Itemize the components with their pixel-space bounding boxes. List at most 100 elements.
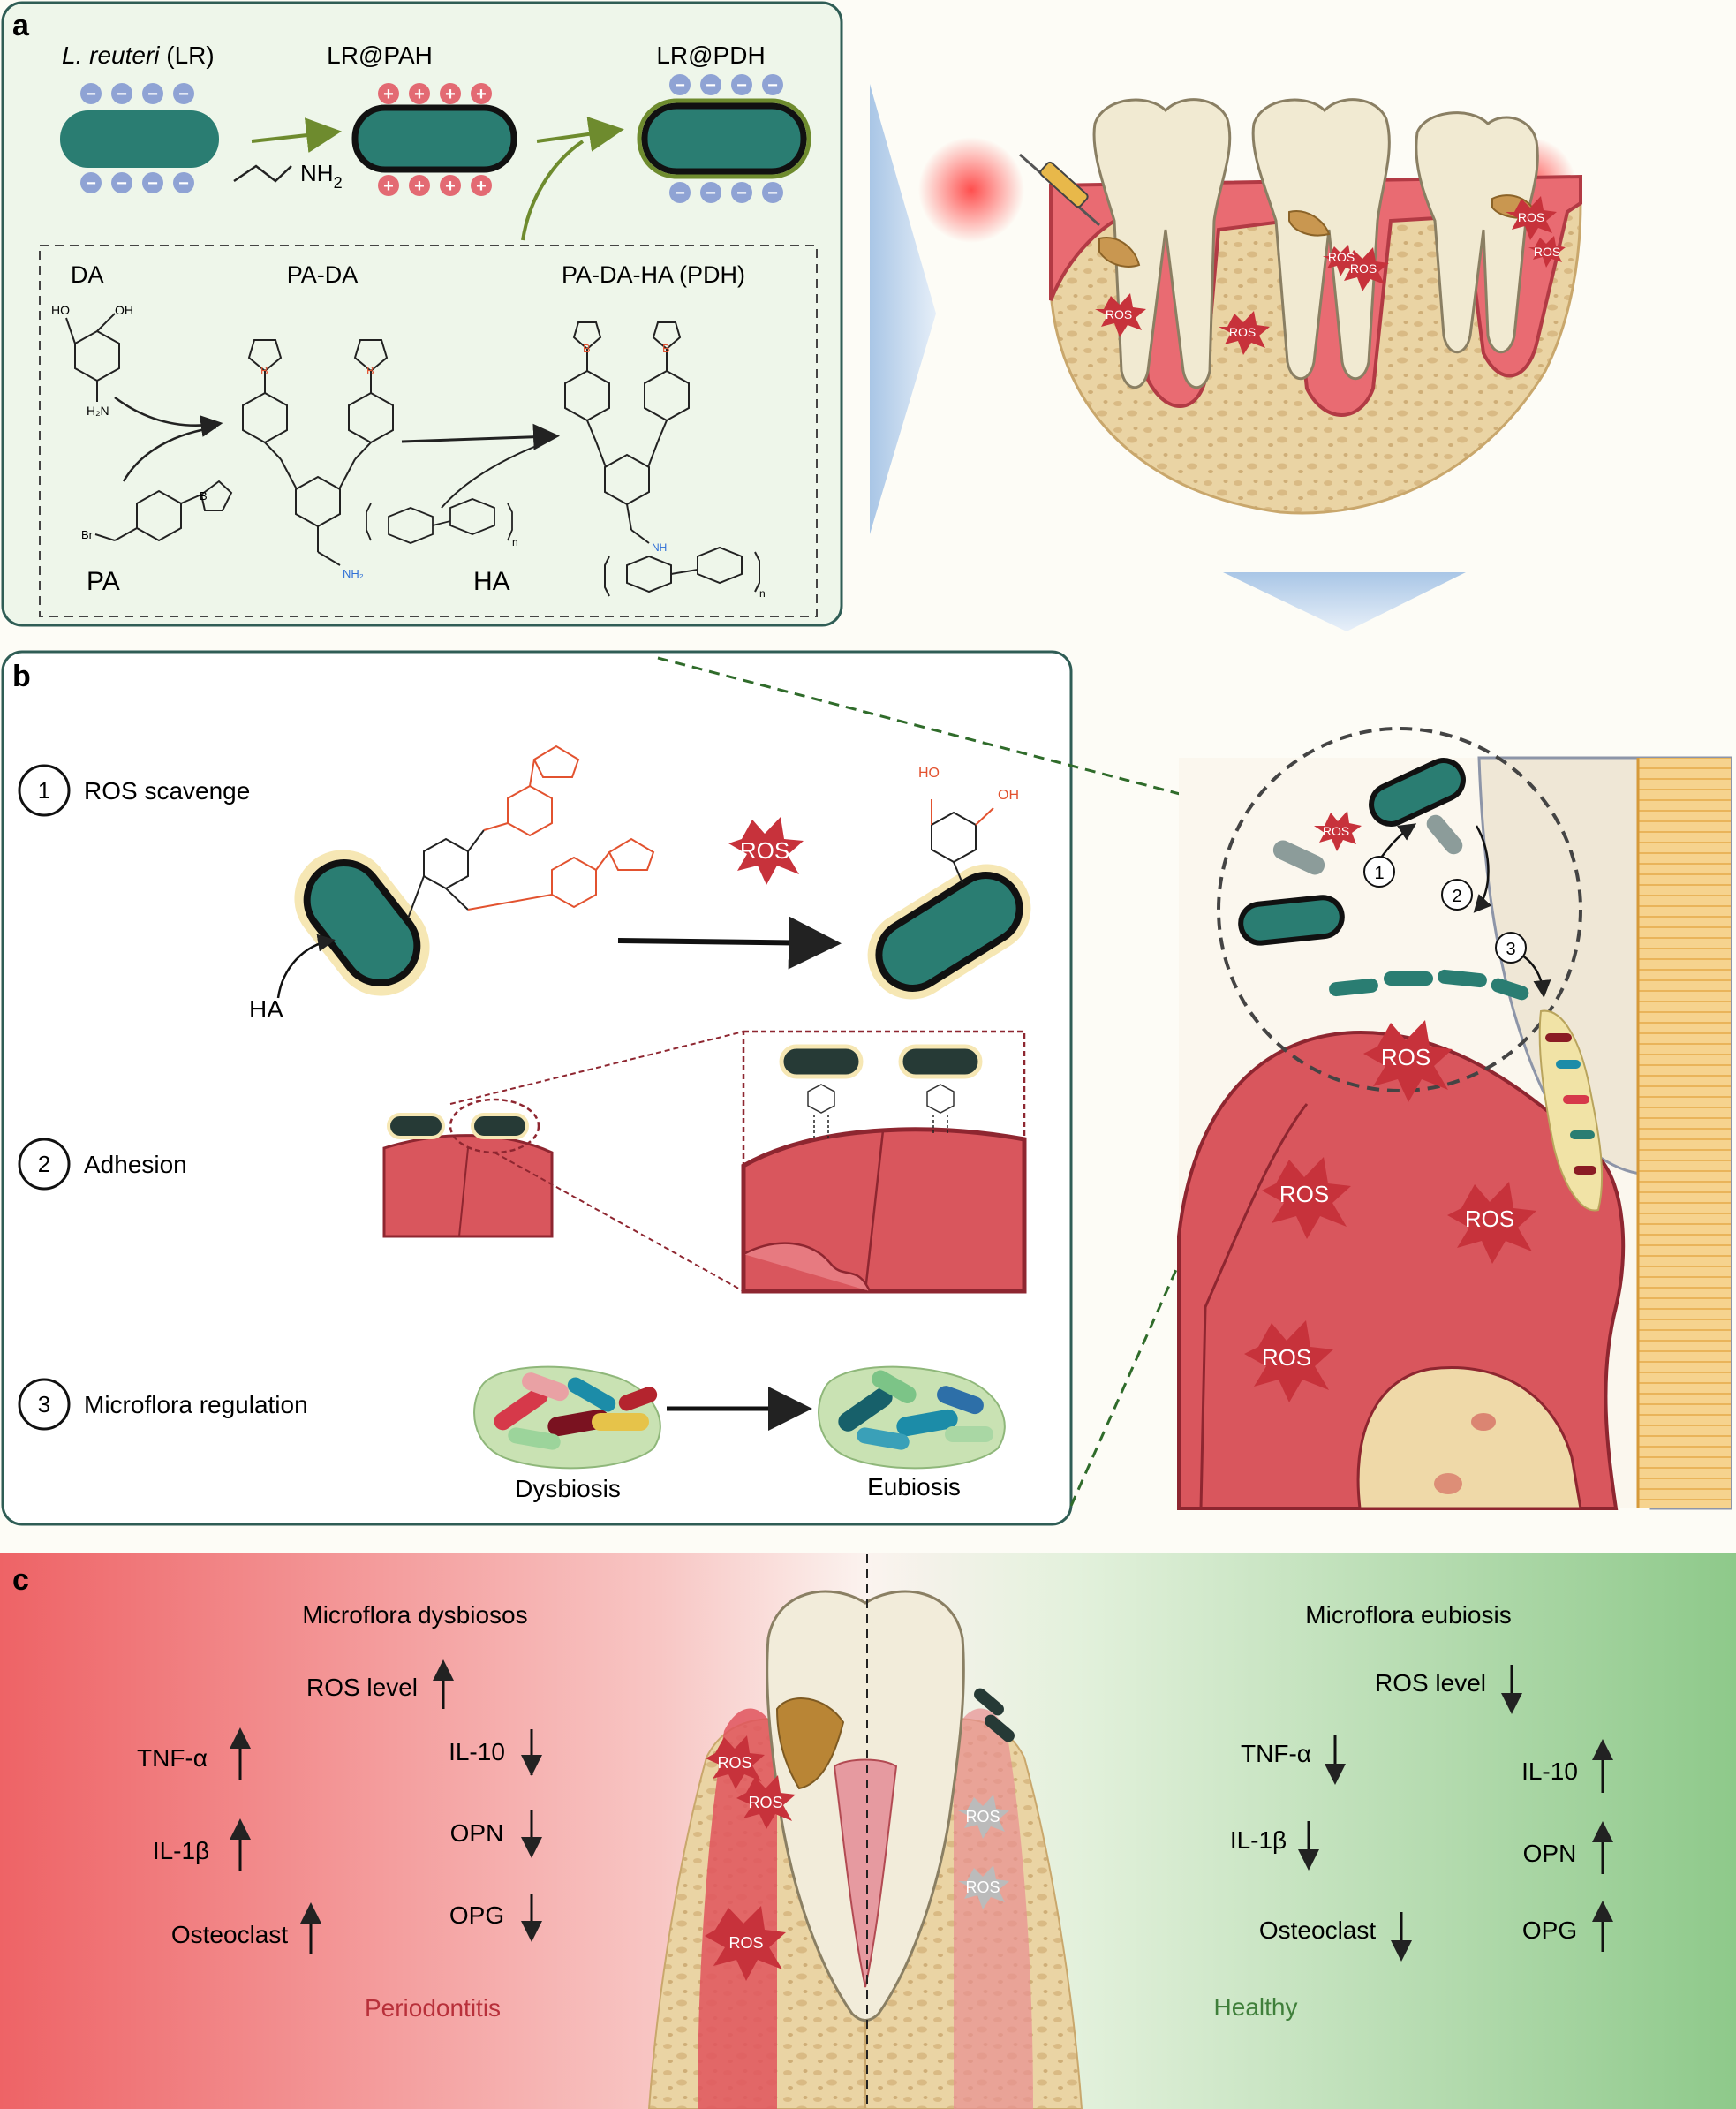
nh2-label: NH2: [300, 160, 343, 192]
jaw-illustration: ROS ROS ROS ROS ROS ROS: [870, 84, 1582, 631]
svg-text:+: +: [445, 177, 456, 196]
right-title: Microflora eubiosis: [1305, 1601, 1511, 1629]
arrow-da-to-pada: [114, 396, 223, 437]
left-tnf: TNF-α: [137, 1744, 208, 1772]
svg-text:−: −: [736, 76, 747, 95]
pa-atoms: BrB: [81, 489, 208, 541]
svg-text:+: +: [414, 177, 425, 196]
ha-structure: [366, 498, 513, 544]
ha-pointer: [276, 934, 336, 999]
svg-text:−: −: [736, 184, 747, 203]
svg-text:−: −: [117, 85, 127, 104]
catechol-structure: [931, 799, 994, 884]
ros-star-step1: [728, 817, 804, 885]
svg-text:−: −: [147, 85, 158, 104]
gingiva-illustration: ROS 1 2 3 ROS: [1177, 727, 1732, 1510]
lr-pah-label: LR@PAH: [327, 42, 433, 69]
svg-text:−: −: [675, 76, 685, 95]
dysbiosis-cluster: [473, 1365, 661, 1470]
panel-c: c Microflora dysbiosos ROS level TNF-α I…: [0, 1553, 1736, 2109]
adhesion-zoom-box: [741, 1030, 1027, 1294]
ha-n: n: [512, 536, 518, 548]
svg-text:ROS: ROS: [1381, 1044, 1430, 1070]
arrow-pah-to-pdh: [536, 117, 624, 152]
step2-label: Adhesion: [84, 1151, 187, 1178]
svg-text:+: +: [476, 177, 487, 196]
svg-text:ROS: ROS: [1518, 210, 1544, 224]
bacterium-free: [1238, 895, 1345, 946]
pah-positive-charges: [378, 83, 492, 196]
lr-minus-signs: −−−− −−−−: [86, 85, 189, 193]
small-ros-label: ROS: [1323, 824, 1349, 838]
scavenged-bacterium: [867, 864, 1031, 1000]
svg-text:ROS: ROS: [1350, 261, 1377, 276]
c-ros-labels: ROS ROS ROS ROS ROS: [717, 1754, 1000, 1952]
dysbiosis-label: Dysbiosis: [515, 1475, 621, 1502]
zoom-circle: [1217, 727, 1582, 1092]
jaw-ros-bursts: [1095, 196, 1566, 355]
adhesion-small: [382, 1098, 554, 1238]
svg-text:B: B: [662, 342, 670, 355]
plaque-2: [1288, 210, 1331, 237]
c-ros-stars: [705, 1735, 1009, 1981]
panel-c-letter: c: [12, 1563, 29, 1597]
svg-text:ROS: ROS: [965, 1878, 1000, 1896]
syringe-icon: [1019, 153, 1100, 227]
step1-label: ROS scavenge: [84, 777, 250, 805]
svg-text:+: +: [445, 85, 456, 104]
gingiva-ros-stars: [1244, 1020, 1536, 1402]
svg-text:HO: HO: [51, 303, 70, 317]
svg-text:H₂N: H₂N: [87, 404, 109, 418]
molar-3: [1415, 111, 1539, 354]
svg-text:−: −: [86, 174, 96, 193]
panel-b: b 1 ROS scavenge 2 Adhesion 3 Microflora…: [1, 650, 1073, 1526]
alveolar-bone: [1356, 1366, 1582, 1510]
plaque-1: [1098, 237, 1141, 268]
right-ros-level: ROS level: [1375, 1669, 1486, 1697]
lr-pdh-bacterium: [641, 102, 807, 175]
jaw-ros-labels: ROS ROS ROS ROS ROS ROS: [1106, 210, 1560, 339]
svg-text:ROS: ROS: [748, 1794, 782, 1811]
svg-text:ROS: ROS: [1262, 1344, 1311, 1371]
lr-pah-bacterium: [351, 104, 517, 173]
svg-text:B: B: [200, 489, 208, 503]
eubiosis-cluster: [818, 1365, 1006, 1470]
synthesis-box: [39, 245, 818, 617]
gingiva-step-numbers: 1 2 3: [1363, 856, 1527, 964]
right-opg: OPG: [1522, 1916, 1577, 1944]
right-il10: IL-10: [1521, 1758, 1578, 1785]
svg-text:OH: OH: [998, 788, 1019, 803]
ha-label: HA: [473, 567, 510, 596]
svg-text:B: B: [583, 342, 591, 355]
adhered-bacteria: [1329, 969, 1529, 1001]
left-opn: OPN: [450, 1819, 504, 1847]
lr-bacterium: [60, 110, 219, 168]
step3-number: 3: [38, 1391, 50, 1417]
pdh-label: PA-DA-HA (PDH): [562, 261, 745, 288]
svg-text:−: −: [86, 85, 96, 104]
step3-label: Microflora regulation: [84, 1391, 308, 1418]
triangle-right-pointer: [870, 84, 936, 534]
svg-text:−: −: [178, 174, 189, 193]
svg-text:−: −: [675, 184, 685, 203]
step2-number: 2: [38, 1151, 50, 1177]
svg-text:ROS: ROS: [1106, 307, 1132, 321]
da-structure: [65, 313, 120, 402]
right-tnf: TNF-α: [1241, 1740, 1311, 1767]
svg-text:−: −: [117, 174, 127, 193]
pada-linker-structure: [407, 745, 655, 919]
molar-2: [1251, 98, 1391, 381]
svg-text:−: −: [706, 76, 716, 95]
pa-da-label: PA-DA: [287, 261, 359, 288]
left-osteoclast: Osteoclast: [171, 1921, 288, 1948]
arrow-pdh-input: [521, 140, 585, 241]
right-opn: OPN: [1523, 1840, 1577, 1867]
left-state: Periodontitis: [365, 1994, 501, 2022]
arrow-scavenge: [617, 916, 842, 970]
pada-structure: [242, 339, 394, 566]
gingiva-ros-labels: ROS ROS ROS ROS: [1262, 1044, 1514, 1371]
